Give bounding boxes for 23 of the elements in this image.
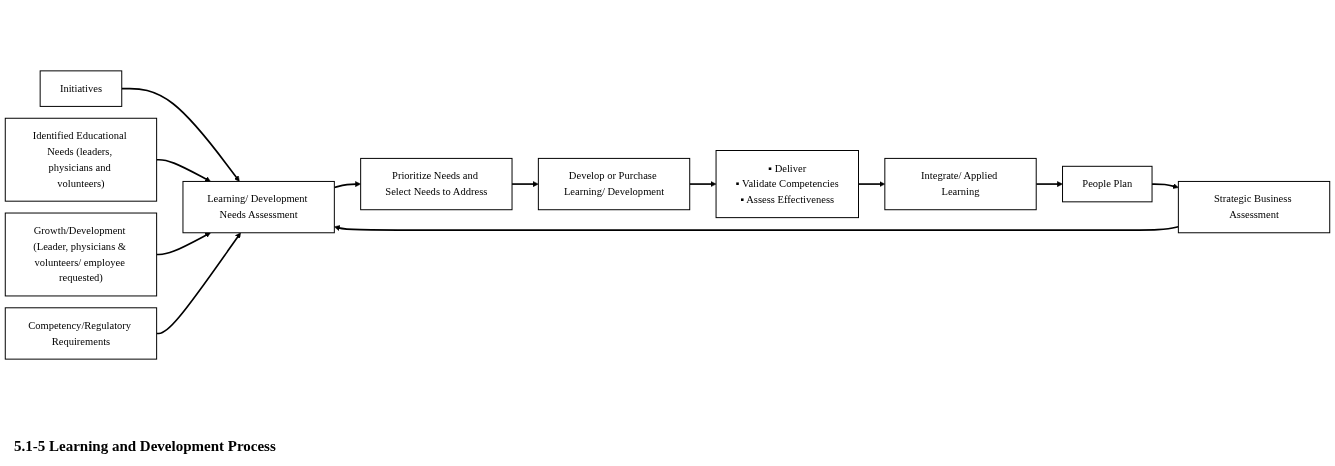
node-box: Competency/Regulatory Requirements — [4, 307, 158, 360]
node-box: Initiatives — [39, 70, 123, 107]
node-box: Prioritize Needs and Select Needs to Address — [360, 157, 513, 211]
node-box: Learning/ Development Needs Assessment — [182, 180, 335, 234]
arrow — [688, 181, 717, 187]
arrow — [155, 232, 241, 335]
arrow — [334, 225, 1180, 231]
node-box: ▪ Deliver ▪ Validate Competencies ▪ Assess Effectiveness — [715, 150, 859, 219]
arrow — [857, 181, 886, 187]
node-box: Integrate/ Applied Learning — [884, 157, 1037, 211]
node-box: Develop or Purchase Learning/ Development — [537, 157, 691, 211]
arrow — [155, 158, 211, 182]
arrow — [333, 181, 361, 189]
arrow — [511, 181, 539, 187]
figure-caption: 5.1-5 Learning and Development Process — [14, 438, 276, 455]
arrow — [1151, 183, 1179, 189]
node-box: Strategic Business Assessment — [1177, 180, 1331, 234]
arrow — [155, 232, 211, 256]
node-box: Identified Educational Needs (leaders, physicians and volunteers) — [4, 117, 158, 202]
arrow — [1035, 181, 1063, 187]
arrow — [120, 87, 240, 182]
node-box: People Plan — [1062, 165, 1153, 203]
node-box: Growth/Development (Leader, physicians & volunteers/ employee requested) — [4, 212, 158, 297]
